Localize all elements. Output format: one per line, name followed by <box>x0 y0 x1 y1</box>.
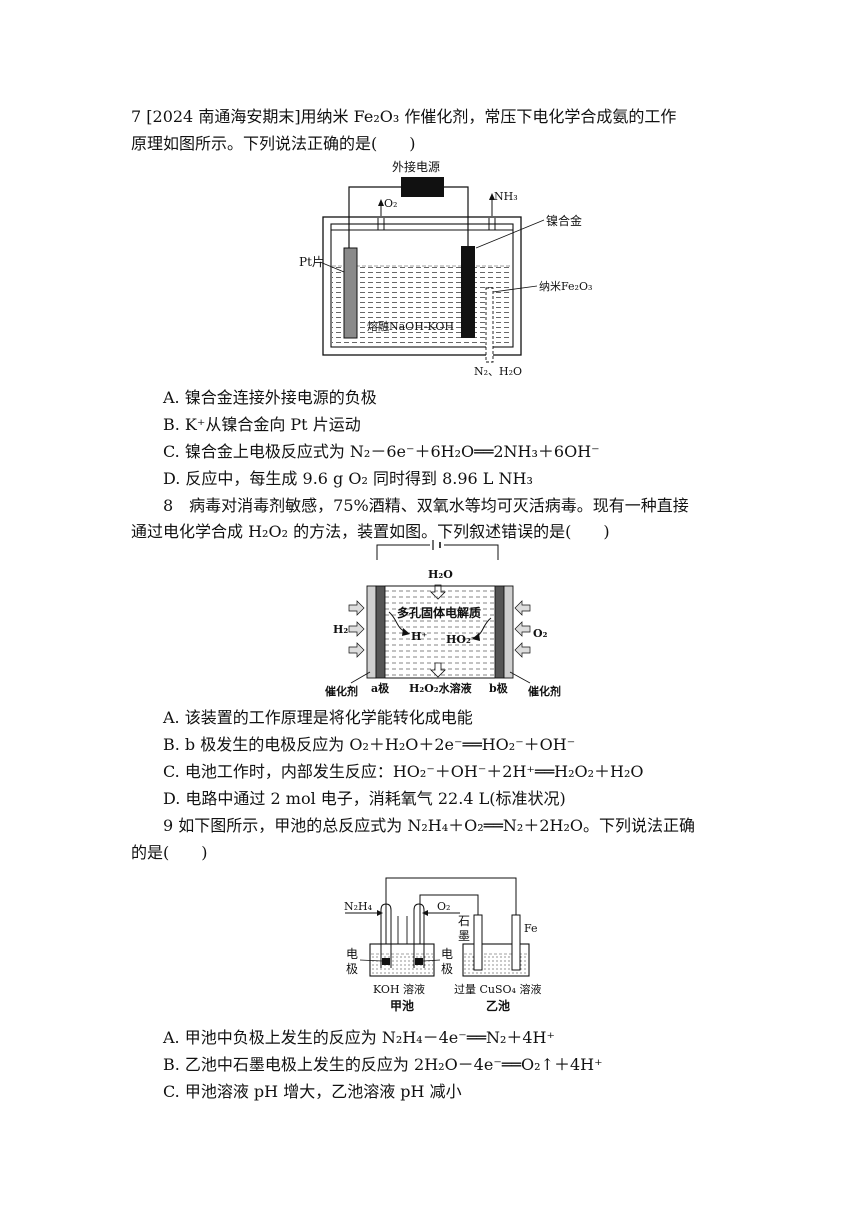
q9-electrode-left-2: 极 <box>346 962 358 976</box>
q8-b-label: b极 <box>489 681 509 695</box>
q9-stem-line1: 9 如下图所示，甲池的总反应式为 N₂H₄＋O₂══N₂＋2H₂O。下列说法正确 <box>163 816 696 835</box>
q7-stem-line1: 7 [2024 南通海安期末]用纳米 Fe₂O₃ 作催化剂，常压下电化学合成氨的… <box>131 107 677 126</box>
q7-inlet-label: N₂、H₂O <box>474 365 522 378</box>
ni-alloy-label: 镍合金 <box>546 213 582 228</box>
q8-option-d: D. 电路中通过 2 mol 电子，消耗氧气 22.4 L(标准状况) <box>163 789 566 808</box>
q7-outer-box <box>322 216 522 356</box>
q8-hplus-label: H⁺ <box>411 630 427 643</box>
q8-stem-line1: 8 病毒对消毒剂敏感，75%酒精、双氧水等均可灭活病毒。现有一种直接 <box>163 496 689 515</box>
q9-cuso4-label: 过量 CuSO₄ 溶液 <box>454 982 541 996</box>
q9-option-c: C. 甲池溶液 pH 增大，乙池溶液 pH 减小 <box>163 1082 462 1101</box>
power-supply-label: 外接电源 <box>392 159 440 174</box>
q8-catalyst-right <box>503 585 514 679</box>
q8-option-a: A. 该装置的工作原理是将化学能转化成电能 <box>163 708 473 727</box>
q9-fe-label: Fe <box>524 922 538 935</box>
q8-solution-label: H₂O₂水溶液 <box>409 681 473 695</box>
pt-label: Pt片 <box>299 255 324 269</box>
q7-option-c: C. 镍合金上电极反应式为 N₂－6e⁻＋6H₂O══2NH₃＋6OH⁻ <box>163 442 600 461</box>
q9-option-b: B. 乙池中石墨电极上发生的反应为 2H₂O－4e⁻══O₂↑＋4H⁺ <box>163 1055 603 1074</box>
q8-h2o-label: H₂O <box>428 568 453 581</box>
q7-electrolyte-label: 熔融NaOH-KOH <box>367 319 454 333</box>
q8-catalyst-left <box>366 585 377 679</box>
q8-electrode-b <box>494 585 505 679</box>
jia-electrode-right <box>415 958 423 965</box>
q7-option-a: A. 镍合金连接外接电源的负极 <box>163 388 377 407</box>
ni-alloy-electrode <box>461 246 475 338</box>
q8-h2-label: H₂ <box>333 623 348 636</box>
q9-electrode-right-2: 极 <box>441 962 453 976</box>
q9-koh-label: KOH 溶液 <box>373 982 425 996</box>
pt-electrode <box>343 247 358 339</box>
q9-electrode-right-1: 电 <box>441 947 453 961</box>
q8-option-c: C. 电池工作时，内部发生反应：HO₂⁻＋OH⁻＋2H⁺══H₂O₂＋H₂O <box>163 762 644 781</box>
q7-electrolyte <box>332 266 512 346</box>
nano-fe2o3-tube <box>485 287 494 363</box>
q9-graphite-label-1: 石 <box>458 914 470 928</box>
q7-stem-line2: 原理如图所示。下列说法正确的是( ) <box>131 134 416 153</box>
power-supply <box>401 177 444 197</box>
q7-option-d: D. 反应中，每生成 9.6 g O₂ 同时得到 8.96 L NH₃ <box>163 469 533 488</box>
q8-electrode-a <box>375 585 386 679</box>
q8-a-label: a极 <box>371 681 390 695</box>
fe-electrode <box>511 914 521 971</box>
q8-electrolyte-label: 多孔固体电解质 <box>397 605 481 620</box>
cell-yi <box>462 943 530 977</box>
nano-fe2o3-label: 纳米Fe₂O₃ <box>539 280 592 293</box>
q7-inner-box <box>330 223 514 348</box>
q7-option-b: B. K⁺从镍合金向 Pt 片运动 <box>163 415 361 434</box>
q8-option-b: B. b 极发生的电极反应为 O₂＋H₂O＋2e⁻══HO₂⁻＋OH⁻ <box>163 735 576 754</box>
q9-o2-label: O₂ <box>437 900 450 913</box>
q8-catalyst-left-label: 催化剂 <box>325 684 358 698</box>
q9-stem-line2: 的是( ) <box>131 843 208 862</box>
q9-option-a: A. 甲池中负极上发生的反应为 N₂H₄－4e⁻══N₂＋4H⁺ <box>163 1028 555 1047</box>
q8-o2-label: O₂ <box>533 627 548 640</box>
q7-nh3-label: NH₃ <box>494 190 518 203</box>
q9-cell-b-label: 乙池 <box>486 998 510 1013</box>
q9-cell-a-label: 甲池 <box>390 998 414 1013</box>
q8-ho2-label: HO₂⁻ <box>446 633 477 646</box>
jia-electrode-left <box>382 958 390 965</box>
q7-o2-label: O₂ <box>384 197 397 210</box>
q8-catalyst-right-label: 催化剂 <box>528 684 561 698</box>
q9-electrode-left-1: 电 <box>346 947 358 961</box>
graphite-electrode <box>473 914 483 971</box>
q9-graphite-label-2: 墨 <box>458 929 470 943</box>
q9-n2h4-label: N₂H₄ <box>344 900 373 913</box>
q8-stem-line2: 通过电化学合成 H₂O₂ 的方法，装置如图。下列叙述错误的是( ) <box>131 522 610 541</box>
